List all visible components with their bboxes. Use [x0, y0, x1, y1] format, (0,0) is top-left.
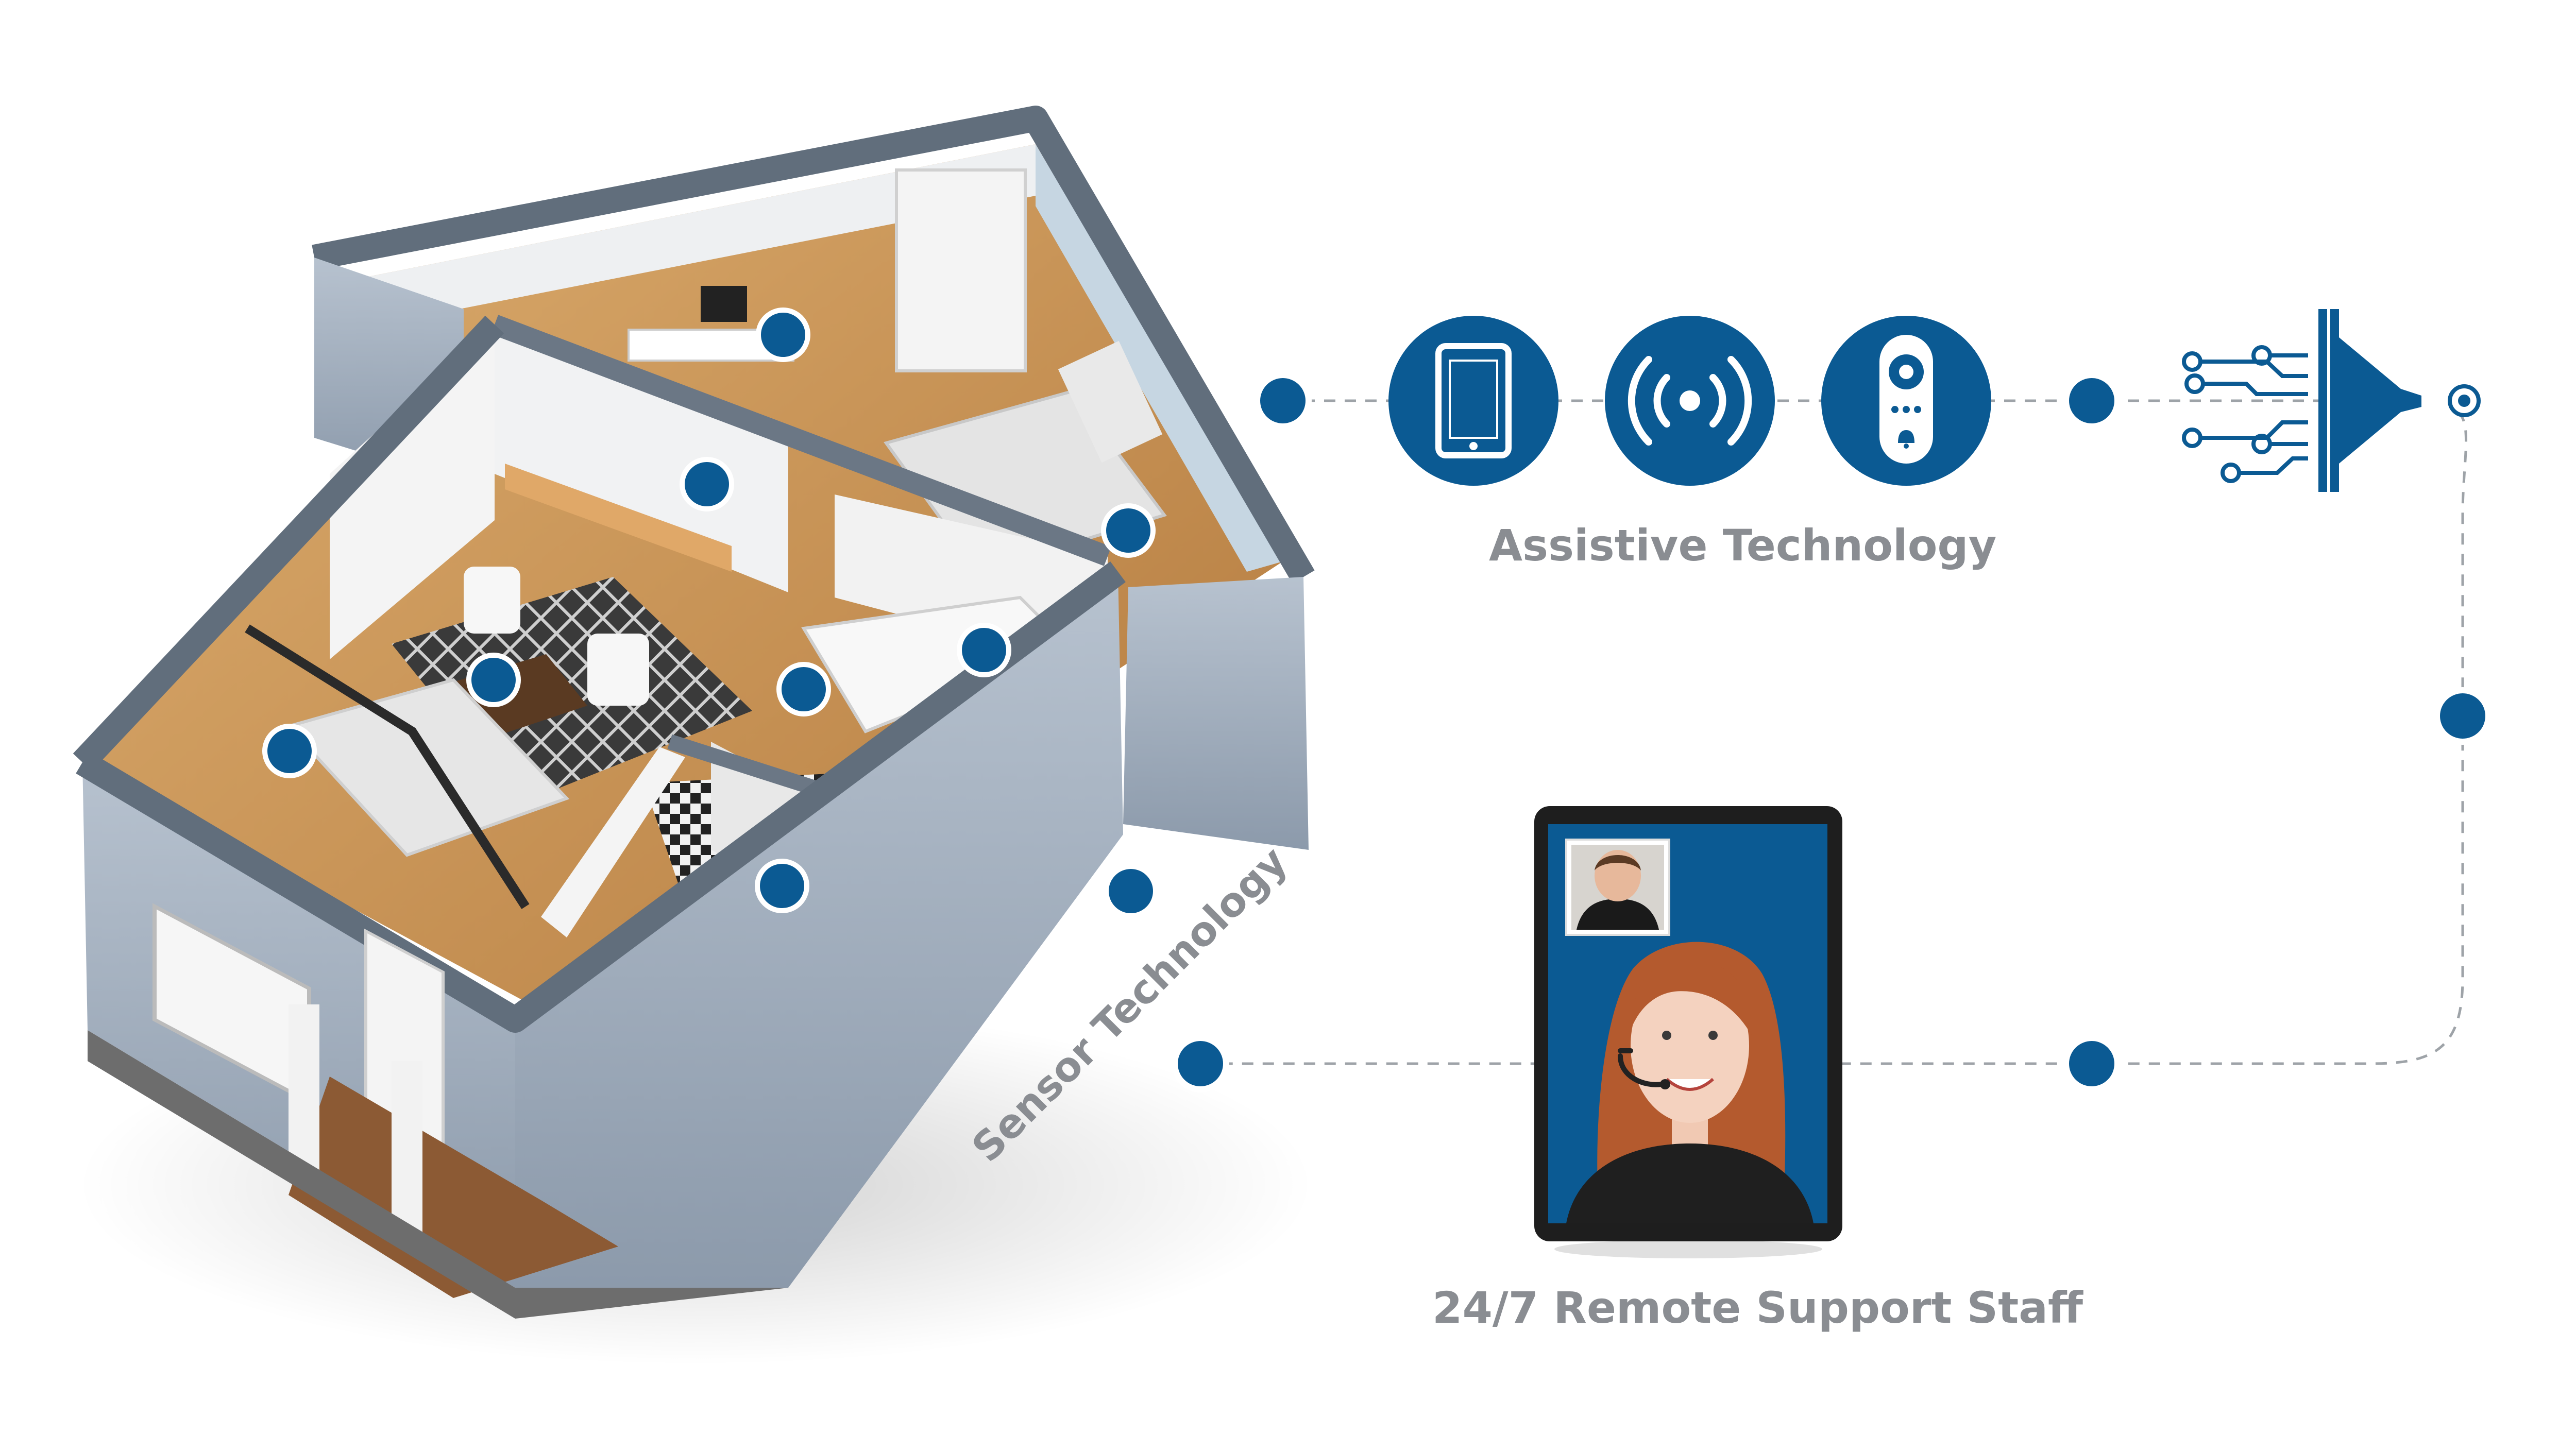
wardrobe: [895, 168, 1027, 372]
right-exterior-siding: [1123, 577, 1309, 850]
sensor-marker[interactable]: [262, 724, 317, 778]
caller-thumbnail: [1565, 839, 1670, 936]
sensor-marker[interactable]: [466, 653, 521, 707]
return-connector: [1200, 411, 2467, 1065]
porch-column-1: [289, 1004, 319, 1174]
sensor-marker[interactable]: [680, 457, 734, 511]
tv-console: [505, 464, 732, 572]
staff-eye: [1662, 1031, 1671, 1040]
sensor-marker[interactable]: [1104, 864, 1158, 918]
house-illustration: [73, 106, 1315, 1365]
staff-shirt: [1566, 1143, 1814, 1223]
connector-dots: [1172, 372, 2492, 1092]
connector-dot: [2434, 687, 2492, 745]
back-wing-right-wall: [1036, 144, 1283, 572]
foundation: [88, 1030, 788, 1319]
porch-column-2: [392, 1061, 422, 1236]
staff-eye: [1708, 1031, 1718, 1040]
sofa: [285, 678, 570, 857]
headset-icon: [1618, 1048, 1664, 1087]
porch-stairs: [289, 1077, 618, 1298]
living-back-wall: [495, 325, 788, 592]
caller-body: [1577, 899, 1659, 930]
sensor-marker[interactable]: [957, 623, 1011, 677]
staff-bangs: [1631, 960, 1752, 1035]
connector-dot: [1172, 1035, 1229, 1092]
data-funnel-icon: [2182, 309, 2481, 492]
connector-dot: [2063, 372, 2121, 430]
armchair-2: [587, 634, 649, 706]
video-doorbell-icon[interactable]: [1821, 316, 1991, 486]
remote-support-tablet: [1534, 806, 1842, 1258]
connector-dot: [2063, 1035, 2121, 1092]
funnel-shape: [2318, 309, 2421, 492]
glass-partition: [245, 624, 530, 909]
assistive-technology-label: Assistive Technology: [1489, 520, 1997, 571]
staff-smile: [1666, 1078, 1714, 1091]
front-right-siding: [515, 572, 1123, 1288]
tablet-icon[interactable]: [1388, 316, 1558, 486]
connector-dot: [1254, 372, 1312, 430]
armchair-1: [464, 567, 520, 634]
back-wing-back-wall: [361, 144, 1036, 319]
bathroom-partition: [541, 747, 685, 937]
front-wall-top: [76, 561, 1126, 1033]
left-curtain-wall: [330, 325, 495, 659]
wall-tv-frame: [1058, 340, 1163, 463]
sensor-marker[interactable]: [776, 662, 831, 716]
circuit-lines-icon: [2182, 345, 2308, 483]
computer-monitor: [701, 286, 747, 322]
sensor-markers: [262, 308, 1158, 918]
left-wall-top: [73, 315, 504, 772]
support-staff-video: [1566, 942, 1814, 1223]
back-wing-wall-top: [312, 106, 1315, 584]
remote-support-staff-label: 24/7 Remote Support Staff: [1432, 1283, 2083, 1333]
sensor-marker[interactable]: [756, 308, 810, 362]
sensor-marker[interactable]: [755, 859, 809, 913]
sensor-marker[interactable]: [1101, 503, 1156, 558]
interior-wall-tops: [490, 315, 1112, 566]
assistive-technology-icons: [1388, 316, 1991, 486]
wireless-signal-icon[interactable]: [1605, 316, 1775, 486]
tablet-reflection: [1554, 1240, 1822, 1258]
